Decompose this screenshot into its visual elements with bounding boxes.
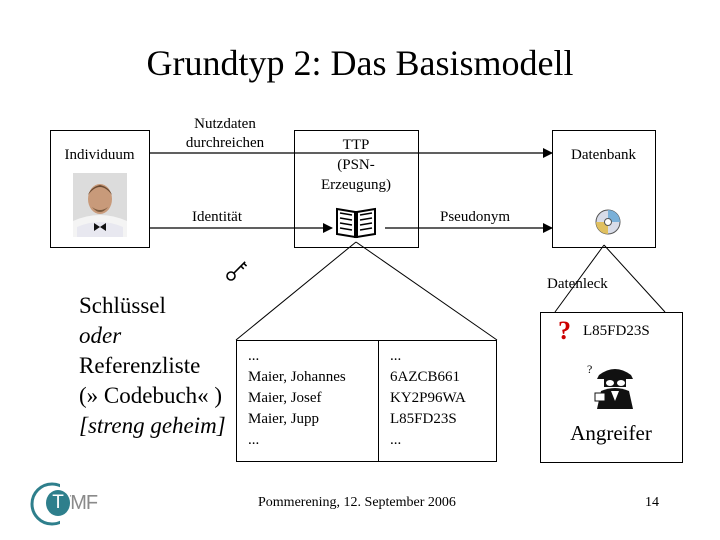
tmf-logo: T TMF: [30, 482, 102, 526]
cd-disc-icon: [595, 209, 621, 235]
db-to-attacker-left: [554, 244, 605, 313]
names-row: ...: [248, 348, 260, 364]
db-to-attacker-right: [603, 244, 666, 313]
key-list-line2: oder: [79, 323, 122, 348]
key-list-line3: Referenzliste: [79, 353, 201, 378]
ttp-text: TTP (PSN- Erzeugung): [295, 135, 417, 195]
names-row: Maier, Josef: [248, 390, 322, 406]
names-table: ... Maier, Johannes Maier, Josef Maier, …: [236, 340, 379, 462]
key-icon: [226, 261, 248, 281]
key-list-line4: (» Codebuch« ): [79, 383, 223, 408]
names-row: ...: [248, 432, 260, 448]
attacker-label: Angreifer: [570, 421, 652, 445]
names-list: ... Maier, Johannes Maier, Josef Maier, …: [248, 346, 346, 451]
ttp-to-codes-line: [355, 241, 498, 341]
nutzdaten-line2: durchreichen: [185, 135, 265, 151]
nutzdaten-label: Nutzdaten durchreichen: [165, 115, 285, 153]
ttp-line1: TTP: [342, 137, 370, 153]
nutzdaten-line1: Nutzdaten: [194, 116, 256, 132]
codes-row: L85FD23S: [390, 411, 457, 427]
tmf-logo-circle-icon: [30, 482, 60, 526]
names-row: Maier, Jupp: [248, 411, 320, 427]
spy-icon: [594, 369, 633, 409]
ttp-line2: (PSN-: [337, 157, 375, 173]
attacker-box: ? L85FD23S ? Angreifer: [540, 312, 683, 463]
attacker-code: L85FD23S: [583, 323, 650, 339]
codes-list: ... 6AZCB661 KY2P96WA L85FD23S ...: [390, 346, 466, 451]
page-number: 14: [645, 495, 659, 510]
codes-row: KY2P96WA: [390, 390, 466, 406]
database-box: Datenbank: [552, 130, 656, 248]
tmf-logo-t: T: [46, 490, 70, 516]
tmf-logo-text: TMF: [70, 492, 98, 514]
leak-label: Datenleck: [547, 276, 608, 292]
database-label: Datenbank: [571, 147, 636, 163]
leak-question-icon: ?: [558, 316, 571, 345]
identity-label: Identität: [192, 209, 242, 225]
key-list-line5: [streng geheim]: [79, 413, 226, 438]
codes-row: ...: [390, 348, 402, 364]
pseudonym-label: Pseudonym: [440, 209, 511, 225]
key-list-text: Schlüssel oder Referenzliste (» Codebuch…: [79, 291, 226, 441]
slide-title: Grundtyp 2: Das Basismodell: [146, 43, 574, 83]
key-list-line1: Schlüssel: [79, 293, 166, 318]
ttp-to-names-line: [235, 241, 357, 341]
person-photo-icon: [73, 173, 127, 237]
footer-author-date: Pommerening, 12. September 2006: [258, 495, 456, 510]
names-row: Maier, Johannes: [248, 369, 346, 385]
individual-box: Individuum: [50, 130, 150, 248]
ttp-line3: Erzeugung): [321, 177, 391, 193]
codes-row: 6AZCB661: [390, 369, 461, 385]
codes-row: ...: [390, 432, 402, 448]
codes-table: ... 6AZCB661 KY2P96WA L85FD23S ...: [378, 340, 497, 462]
book-icon: [336, 207, 376, 239]
spy-question-icon: ?: [587, 362, 593, 376]
individual-label: Individuum: [64, 147, 135, 163]
ttp-box: TTP (PSN- Erzeugung): [294, 130, 419, 248]
